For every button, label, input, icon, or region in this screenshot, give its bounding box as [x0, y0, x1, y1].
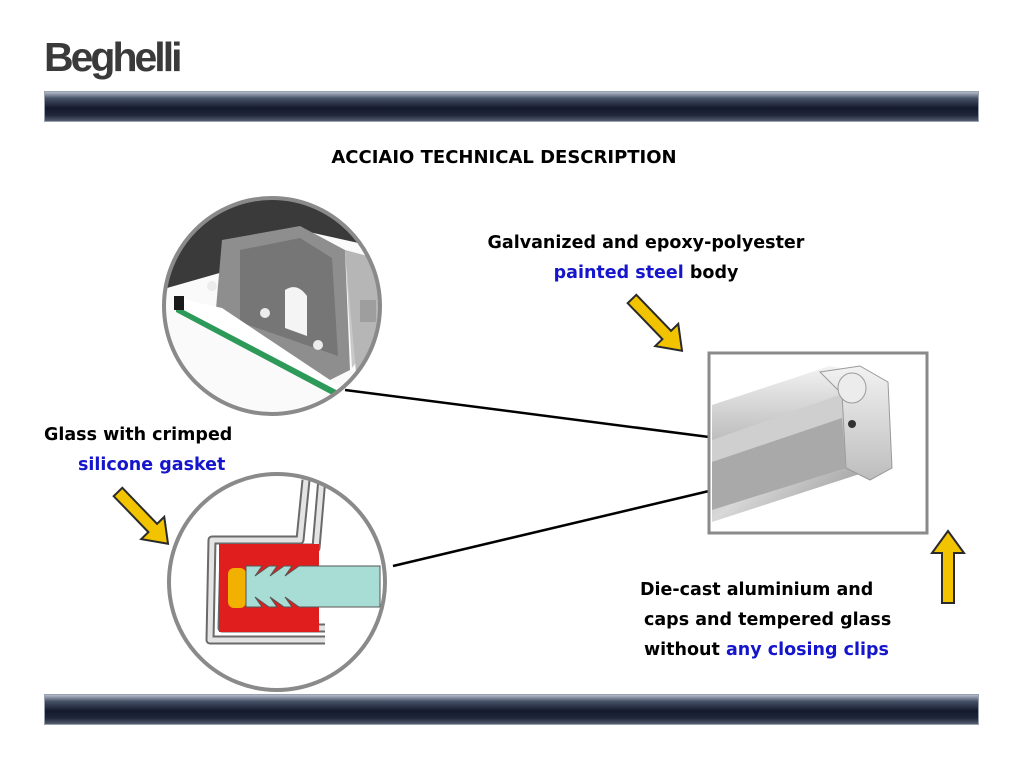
callout-body-highlight: painted steel [553, 263, 684, 283]
connector-line-top [344, 388, 710, 439]
callout-body-line1: Galvanized and epoxy-polyester [487, 233, 805, 253]
gasket-detail-circle [167, 472, 387, 692]
arrow-icon [112, 486, 170, 546]
callout-glass-line1: Glass with crimped [44, 425, 233, 445]
footer-divider-bar [44, 694, 979, 725]
header-divider-bar [44, 91, 979, 122]
callout-caps: Die-cast aluminium and caps and tempered… [640, 575, 891, 665]
connector-line-bottom [392, 489, 710, 568]
callout-glass: Glass with crimped silicone gasket [44, 420, 232, 480]
body-detail-circle [162, 196, 382, 416]
page-title: ACCIAIO TECHNICAL DESCRIPTION [331, 147, 677, 168]
callout-caps-highlight: any closing clips [725, 640, 889, 660]
callout-body: Galvanized and epoxy-polyester painted s… [460, 228, 832, 288]
brand-logo: Beghelli [44, 34, 182, 80]
callout-caps-line1: Die-cast aluminium and [640, 580, 874, 600]
arrow-icon [930, 529, 966, 604]
arrow-icon [626, 293, 684, 353]
callout-caps-line2: caps and tempered glass [644, 610, 892, 630]
callout-body-suffix: body [683, 263, 739, 283]
product-photo [707, 351, 929, 535]
callout-glass-highlight: silicone gasket [78, 455, 226, 475]
callout-caps-prefix: without [644, 640, 726, 660]
